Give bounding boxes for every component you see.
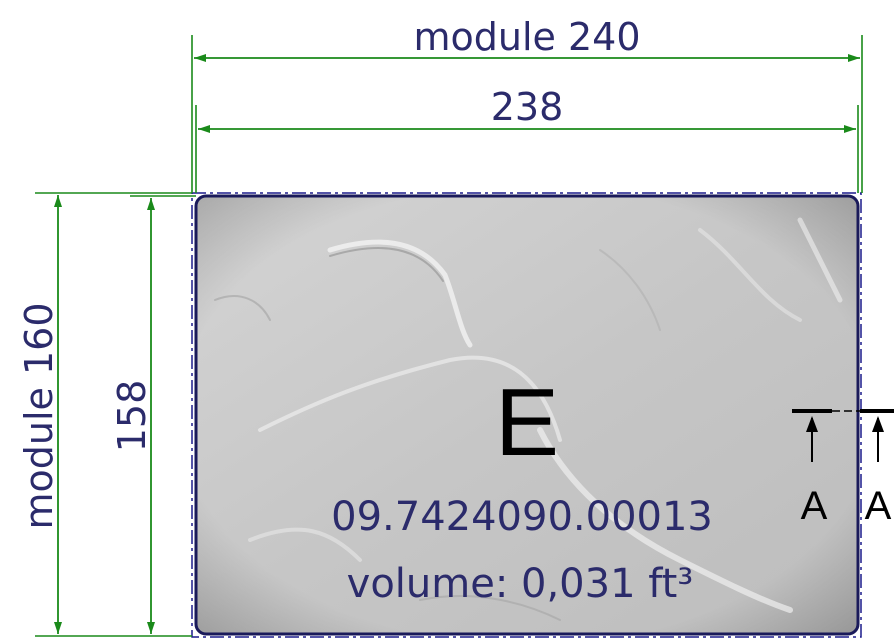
extension-lines <box>35 35 863 637</box>
plate <box>194 194 860 636</box>
plate-code: 09.7424090.00013 <box>331 494 713 540</box>
surface-texture <box>214 217 843 621</box>
plate-volume: volume: 0,031 ft³ <box>347 561 694 607</box>
dimension-width: 238 <box>491 85 564 129</box>
dimension-height: 158 <box>110 380 154 453</box>
section-label-left: A <box>801 484 828 528</box>
plate-dashed-outline <box>191 192 862 638</box>
plate-letter: E <box>495 369 559 476</box>
dimension-module-height: module 160 <box>17 302 61 529</box>
section-marker <box>792 409 894 462</box>
dimension-module-width: module 240 <box>413 15 640 59</box>
section-label-right: A <box>865 484 892 528</box>
